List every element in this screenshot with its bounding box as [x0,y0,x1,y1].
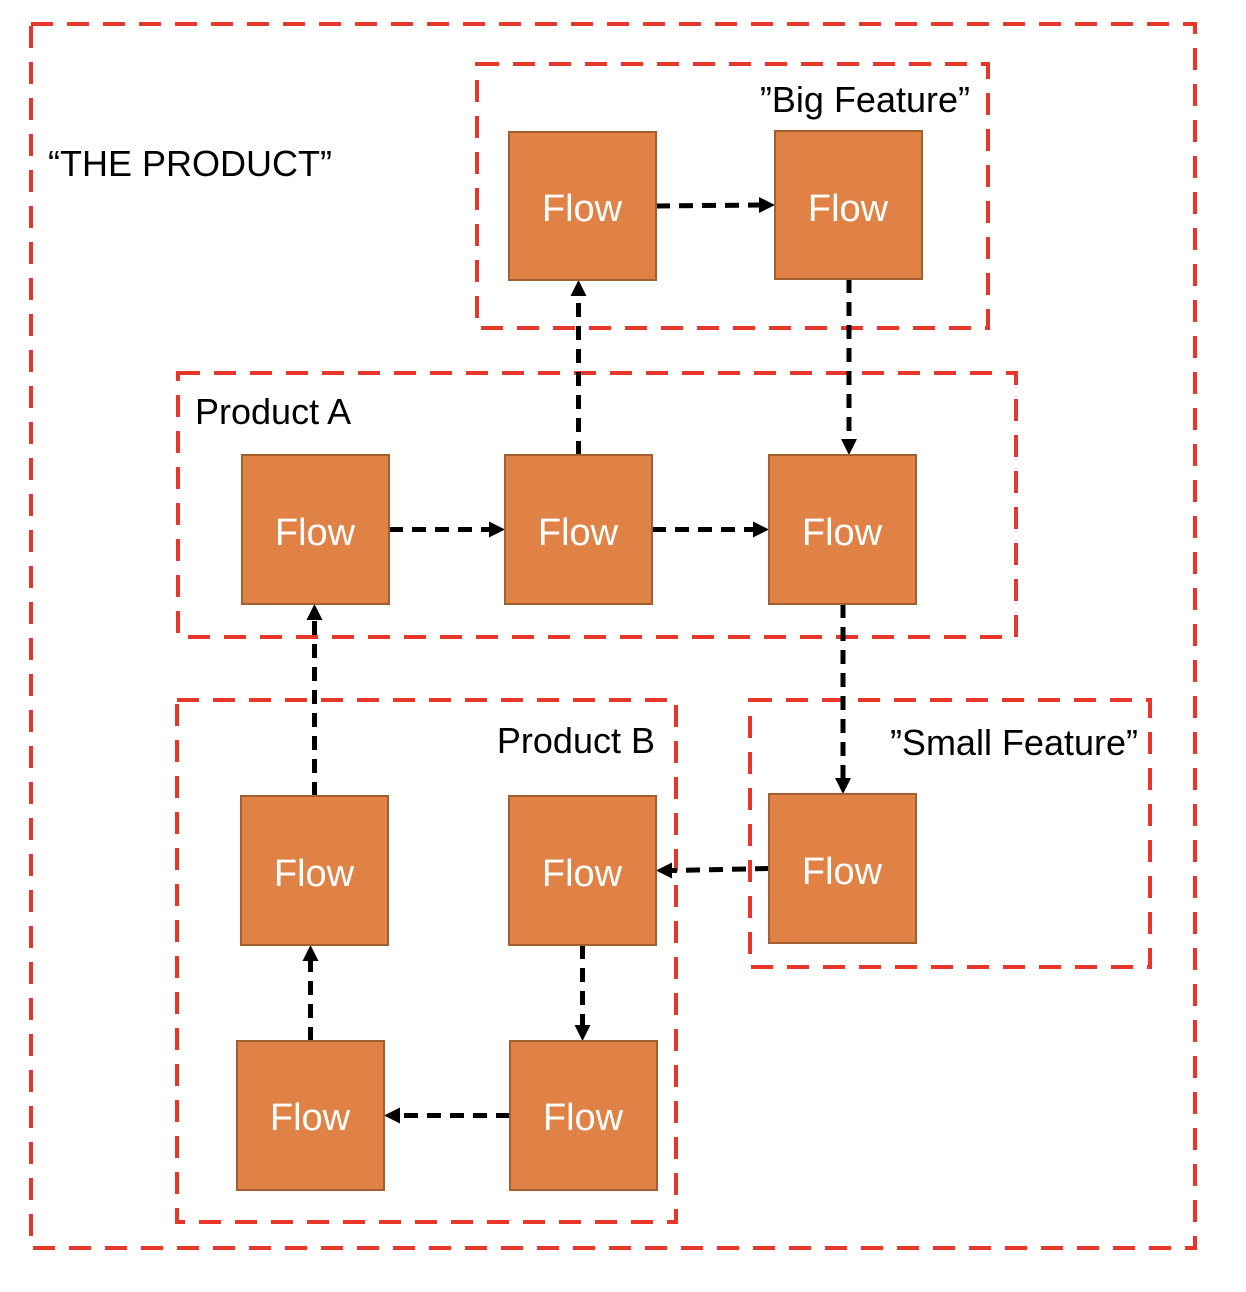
edge-pa2-to-pa3 [652,521,769,538]
arrowhead-icon [759,197,775,213]
node-label: Flow [275,512,356,554]
node-bf1[interactable]: Flow [508,131,657,281]
group-border [175,698,678,1224]
edge-pa2-to-bf1 [570,280,587,455]
node-label: Flow [538,512,619,554]
node-box[interactable] [504,454,653,605]
node-pa1[interactable]: Flow [241,454,390,605]
node-box[interactable] [240,795,389,946]
node-label: Flow [542,853,623,895]
node-pb1[interactable]: Flow [240,795,389,946]
edge-pb4-to-pb3 [384,1107,510,1124]
group-small-feature: ”Small Feature” [748,698,1152,969]
node-label: Flow [274,853,355,895]
group-label-small-feature: ”Small Feature” [890,722,1138,763]
arrowhead-icon [570,280,587,296]
node-sf1[interactable]: Flow [768,793,917,944]
group-border [748,698,1152,969]
group-label-product-a: Product A [195,391,351,432]
edge-line [671,866,770,873]
group-big-feature: ”Big Feature” [475,62,990,330]
edge-bf1-to-bf2 [655,197,775,213]
edge-pb3-to-pb1 [302,945,319,1041]
arrowhead-icon [656,862,672,879]
group-the-product: “THE PRODUCT” [29,22,1197,1250]
edge-pa3-to-sf1 [835,604,851,794]
edge-pb1-to-pa1 [306,604,323,796]
node-label: Flow [542,188,623,230]
edge-pa1-to-pa2 [389,521,505,538]
group-label-the-product: “THE PRODUCT” [48,143,332,184]
node-box[interactable] [241,454,390,605]
node-box[interactable] [236,1040,385,1191]
group-label-big-feature: ”Big Feature” [760,79,970,120]
arrowhead-icon [574,1025,591,1041]
arrowhead-icon [835,778,851,794]
group-product-b: Product B [175,698,678,1224]
arrowhead-icon [302,945,319,961]
node-pa2[interactable]: Flow [504,454,653,605]
node-label: Flow [808,188,889,230]
edge-sf1-to-pb2 [656,862,770,879]
node-pb4[interactable]: Flow [509,1040,658,1191]
node-pa3[interactable]: Flow [768,454,917,605]
group-product-a: Product A [176,371,1018,639]
edge-pb2-to-pb4 [574,945,591,1041]
edges [302,197,857,1124]
group-label-product-b: Product B [497,720,655,761]
edge-bf2-to-pa3 [841,279,857,455]
group-border [475,62,990,330]
node-label: Flow [802,512,883,554]
node-label: Flow [543,1097,624,1139]
node-box[interactable] [509,1040,658,1191]
node-box[interactable] [508,795,657,946]
group-border [176,371,1018,639]
node-box[interactable] [768,793,917,944]
node-label: Flow [270,1097,351,1139]
arrowhead-icon [753,521,769,538]
edge-line [655,202,760,209]
node-box[interactable] [508,131,657,281]
group-border [29,22,1197,1250]
node-box[interactable] [774,130,923,280]
node-pb3[interactable]: Flow [236,1040,385,1191]
node-label: Flow [802,851,883,893]
arrowhead-icon [306,604,323,620]
node-pb2[interactable]: Flow [508,795,657,946]
arrowhead-icon [489,521,505,538]
node-box[interactable] [768,454,917,605]
arrowhead-icon [384,1107,400,1124]
node-bf2[interactable]: Flow [774,130,923,280]
arrowhead-icon [841,439,857,455]
